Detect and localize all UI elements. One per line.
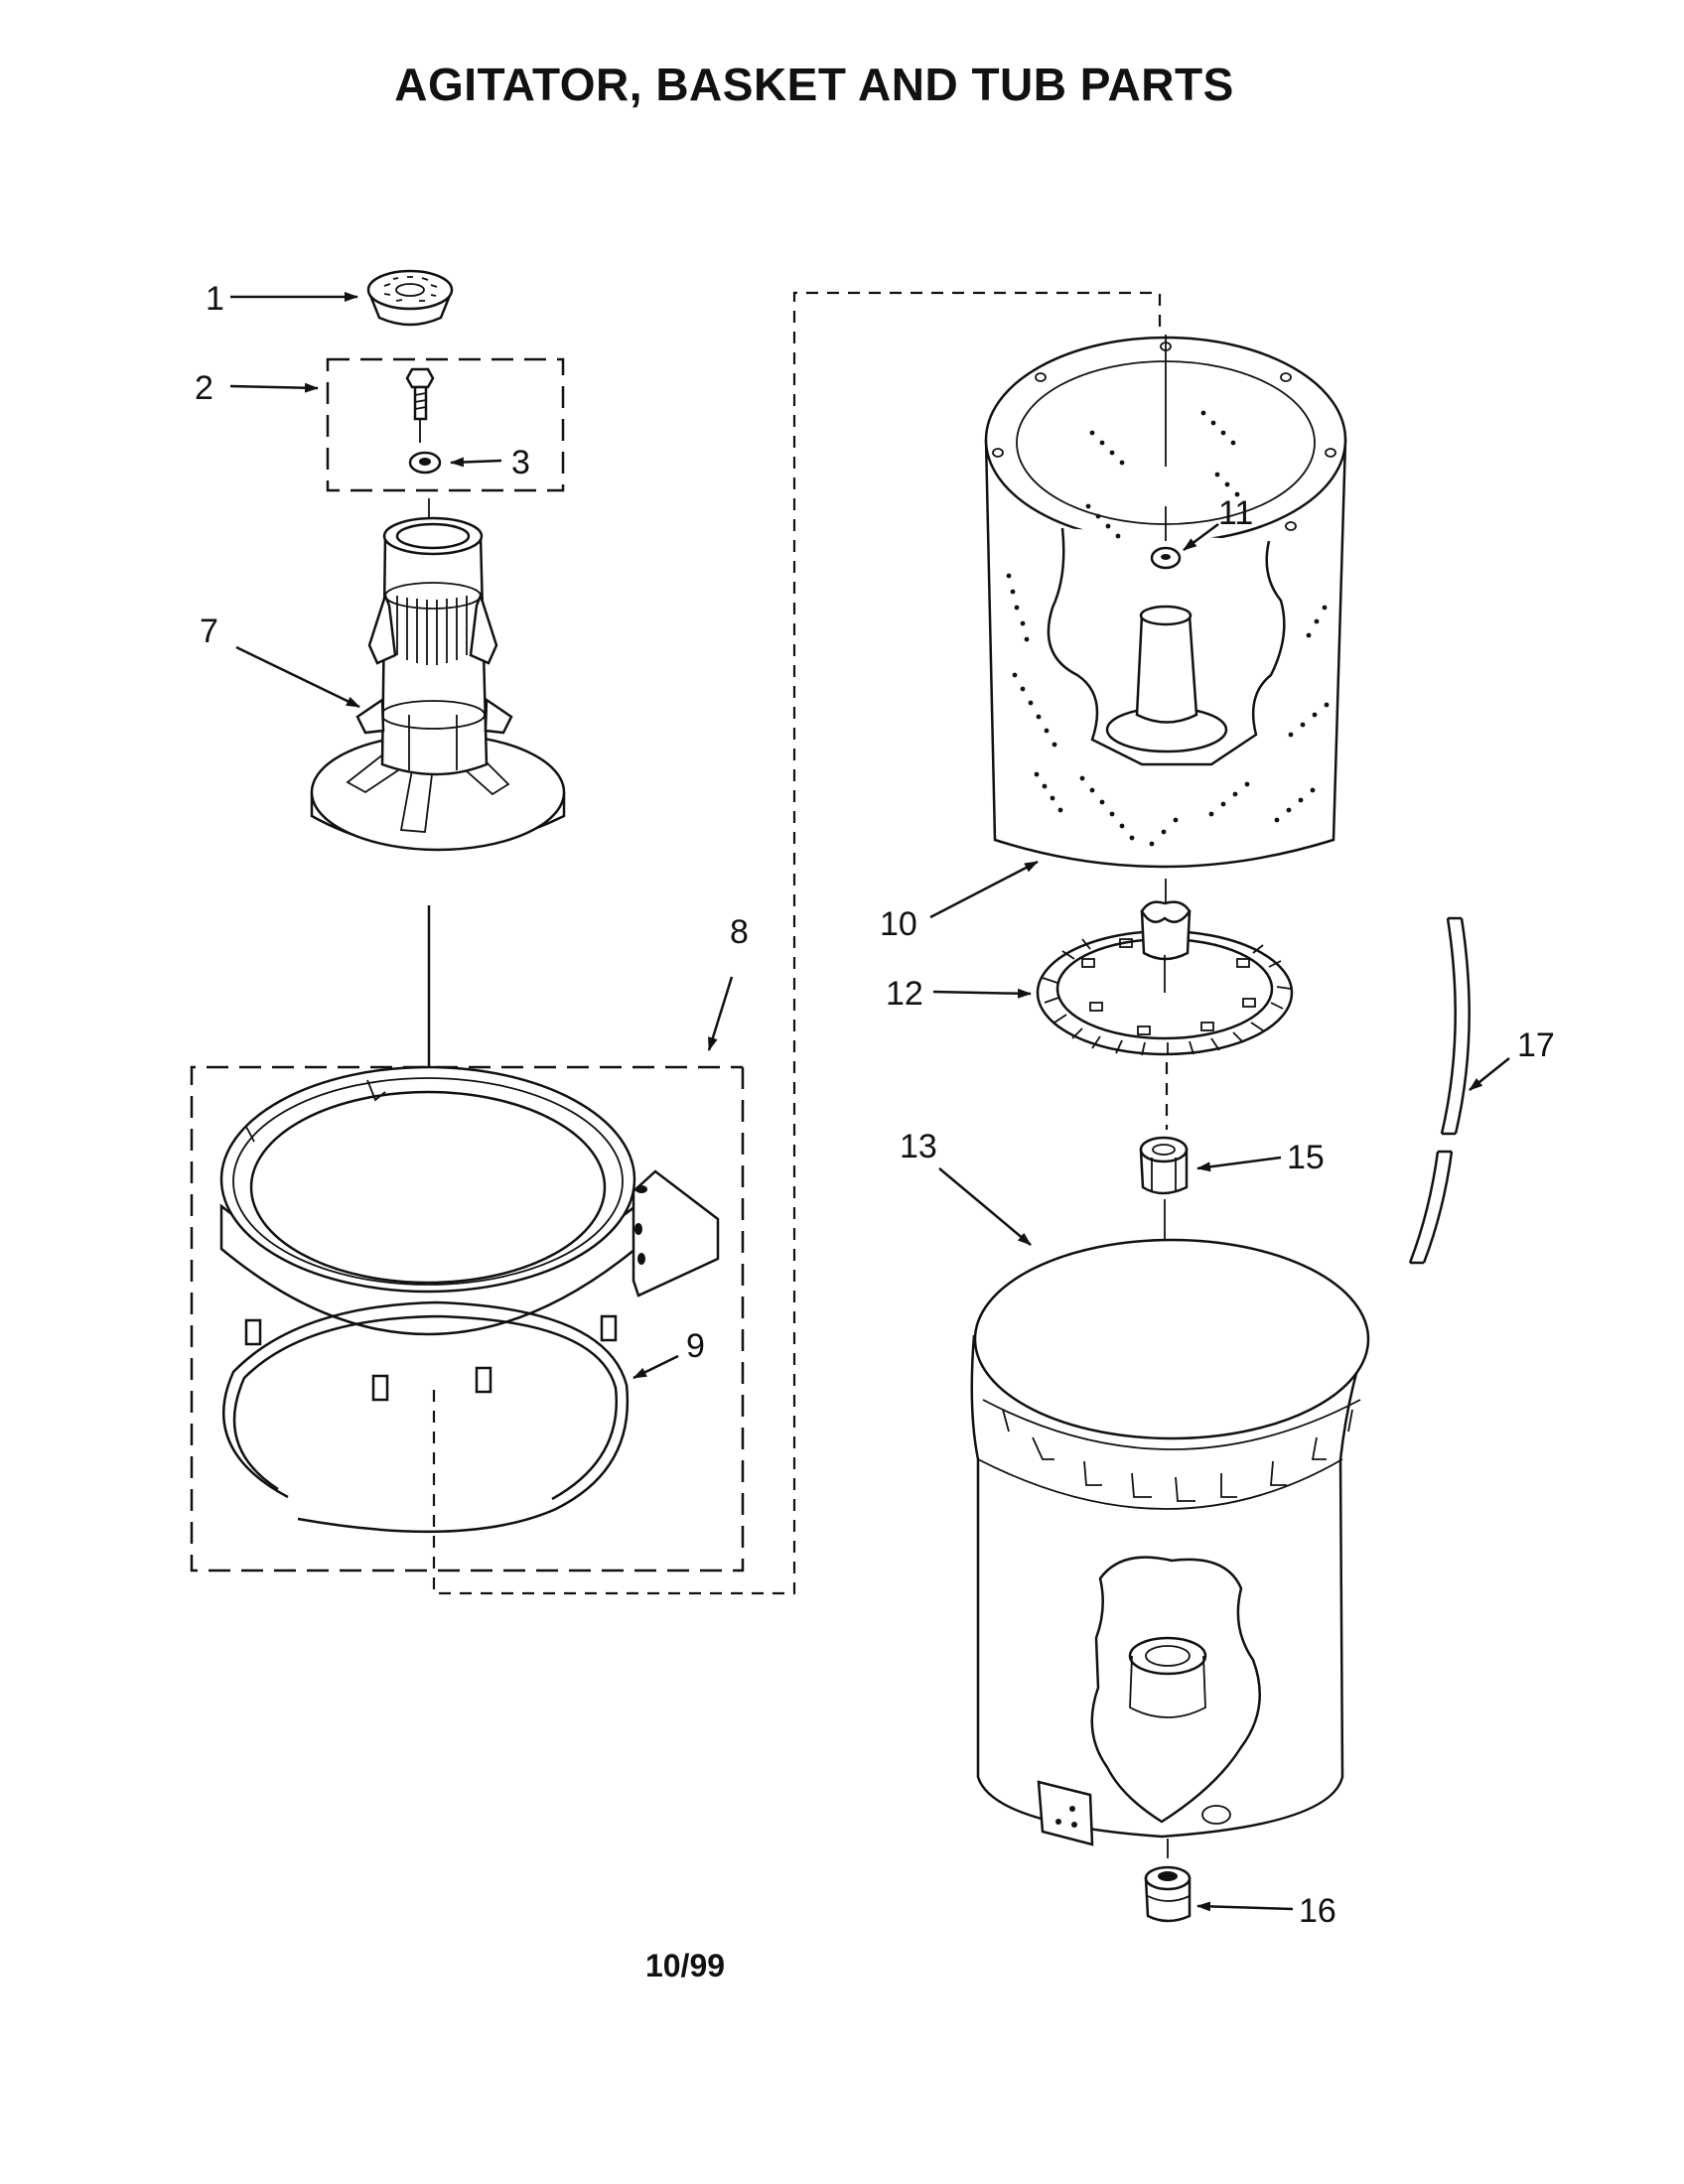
part-17-hose: [1408, 916, 1471, 1265]
part-3-washer: [408, 451, 442, 475]
callout-17: 17: [1517, 1026, 1555, 1064]
callout-1: 1: [206, 280, 224, 318]
callout-10: 10: [880, 905, 917, 943]
callout-7: 7: [200, 613, 218, 650]
callout-9: 9: [686, 1327, 705, 1365]
callout-11: 11: [1218, 494, 1253, 532]
revision-date: 10/99: [644, 1948, 726, 1983]
callout-15: 15: [1287, 1139, 1325, 1176]
assembly-routing-line: [432, 291, 1162, 1595]
callout-12: 12: [886, 975, 923, 1013]
part-13-outer-tub: [970, 1238, 1370, 1846]
part-16-drain-seal: [1144, 1839, 1192, 1923]
part-9-retaining-ring: [221, 1300, 630, 1534]
callout-16: 16: [1299, 1892, 1336, 1930]
part-7-agitator: [310, 498, 566, 852]
part-2-bolt-kit: [326, 357, 565, 492]
part-1-agitator-cap: [366, 269, 454, 327]
leader-arrows: [229, 292, 1510, 1912]
part-10-spin-basket: [984, 335, 1347, 869]
callout-2: 2: [195, 369, 213, 407]
callout-13: 13: [900, 1128, 937, 1165]
callout-3: 3: [511, 444, 530, 481]
part-12-hub-assembly: [1036, 879, 1294, 1056]
part-8-tub-ring-kit: [190, 1065, 745, 1572]
callout-8: 8: [730, 913, 749, 951]
diagram-title: AGITATOR, BASKET AND TUB PARTS: [394, 59, 1234, 110]
callout-labels: 1 2 3 7 8 9 10 11 12 13 15 16 17: [195, 280, 1555, 1930]
